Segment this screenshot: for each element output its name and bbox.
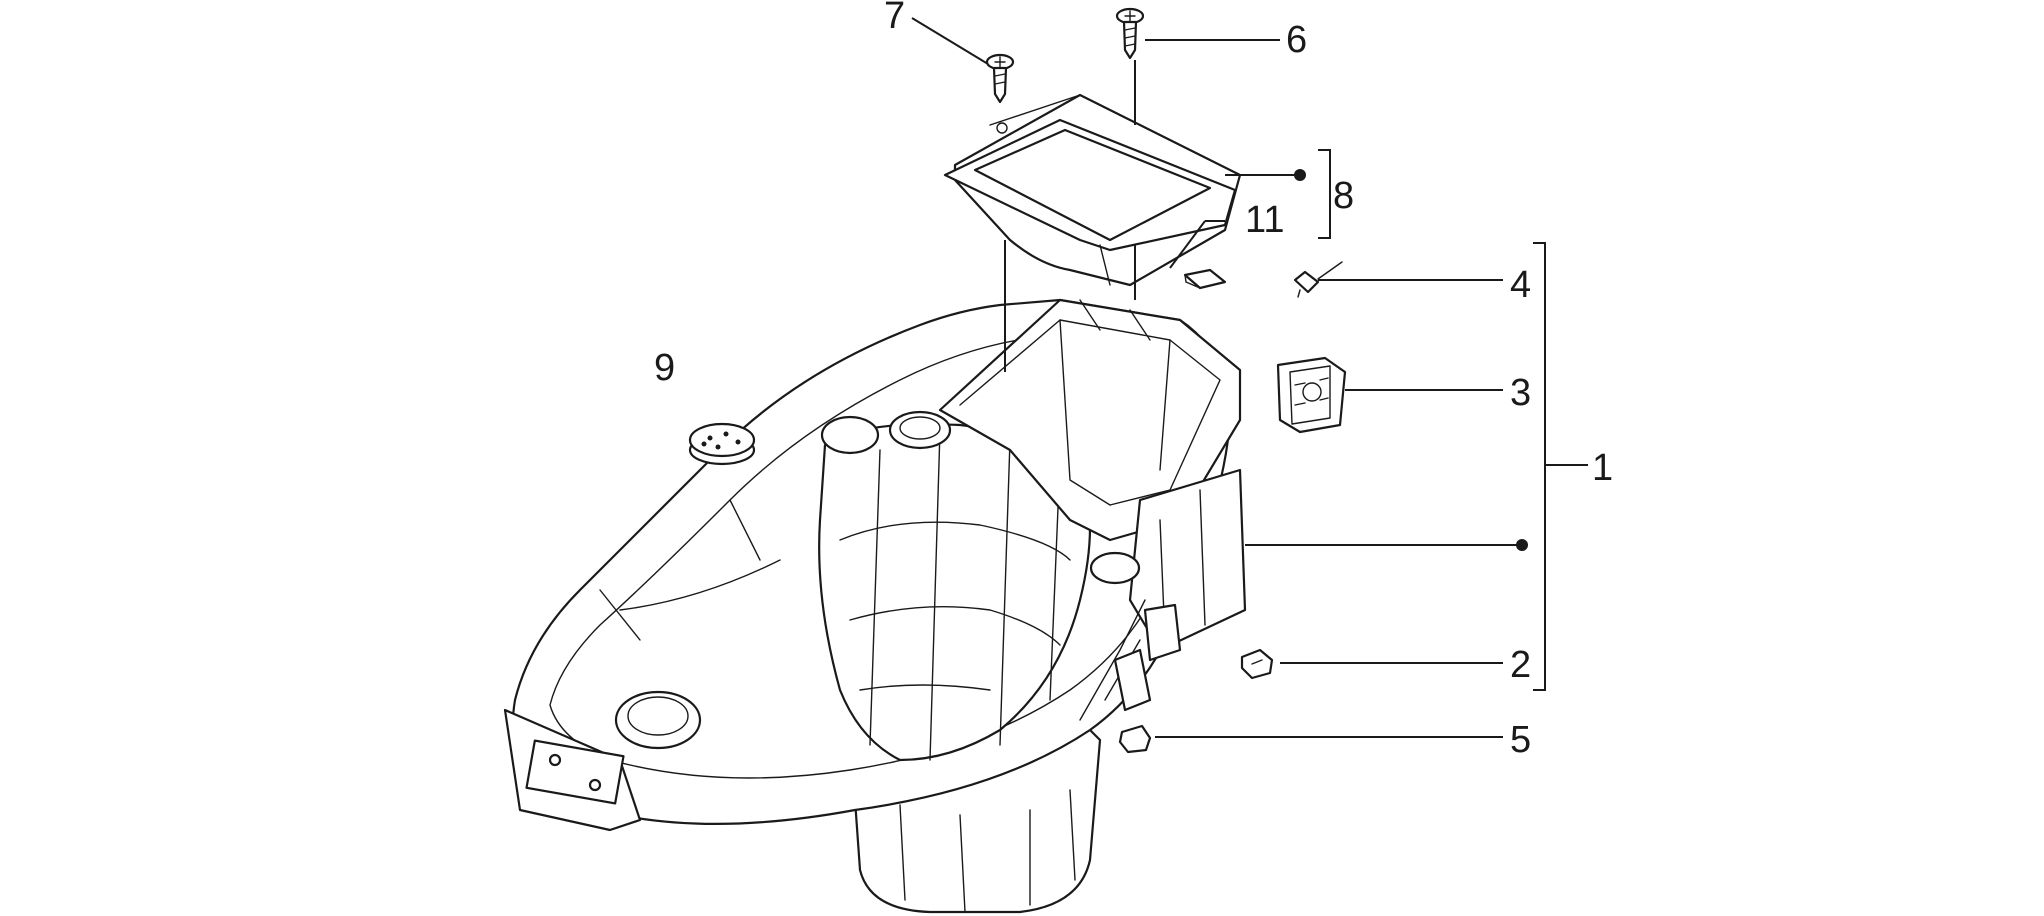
callout-5: 5 [1510,719,1531,761]
callout-9: 9 [654,347,675,389]
callout-4: 4 [1510,264,1531,306]
callout-8: 8 [1333,175,1354,217]
screw-6 [1115,7,1145,60]
callout-6: 6 [1286,19,1307,61]
compartment-lid [943,93,1242,287]
callout-3: 3 [1510,372,1531,414]
clip-5 [1118,724,1152,754]
callout-labels: 7 6 8 11 4 9 3 1 2 5 [654,0,1613,761]
screw-7 [985,53,1015,104]
helmet-compartment [503,298,1247,914]
leader-lines [911,17,1588,738]
callout-2: 2 [1510,644,1531,686]
callout-1: 1 [1592,447,1613,489]
rivet-4 [1293,261,1343,298]
clip-2 [1240,648,1274,680]
callout-11: 11 [1245,199,1284,241]
callout-7: 7 [884,0,905,37]
bracket-3 [1276,356,1347,434]
grommet-9 [688,422,756,466]
pad-11 [1183,268,1227,290]
